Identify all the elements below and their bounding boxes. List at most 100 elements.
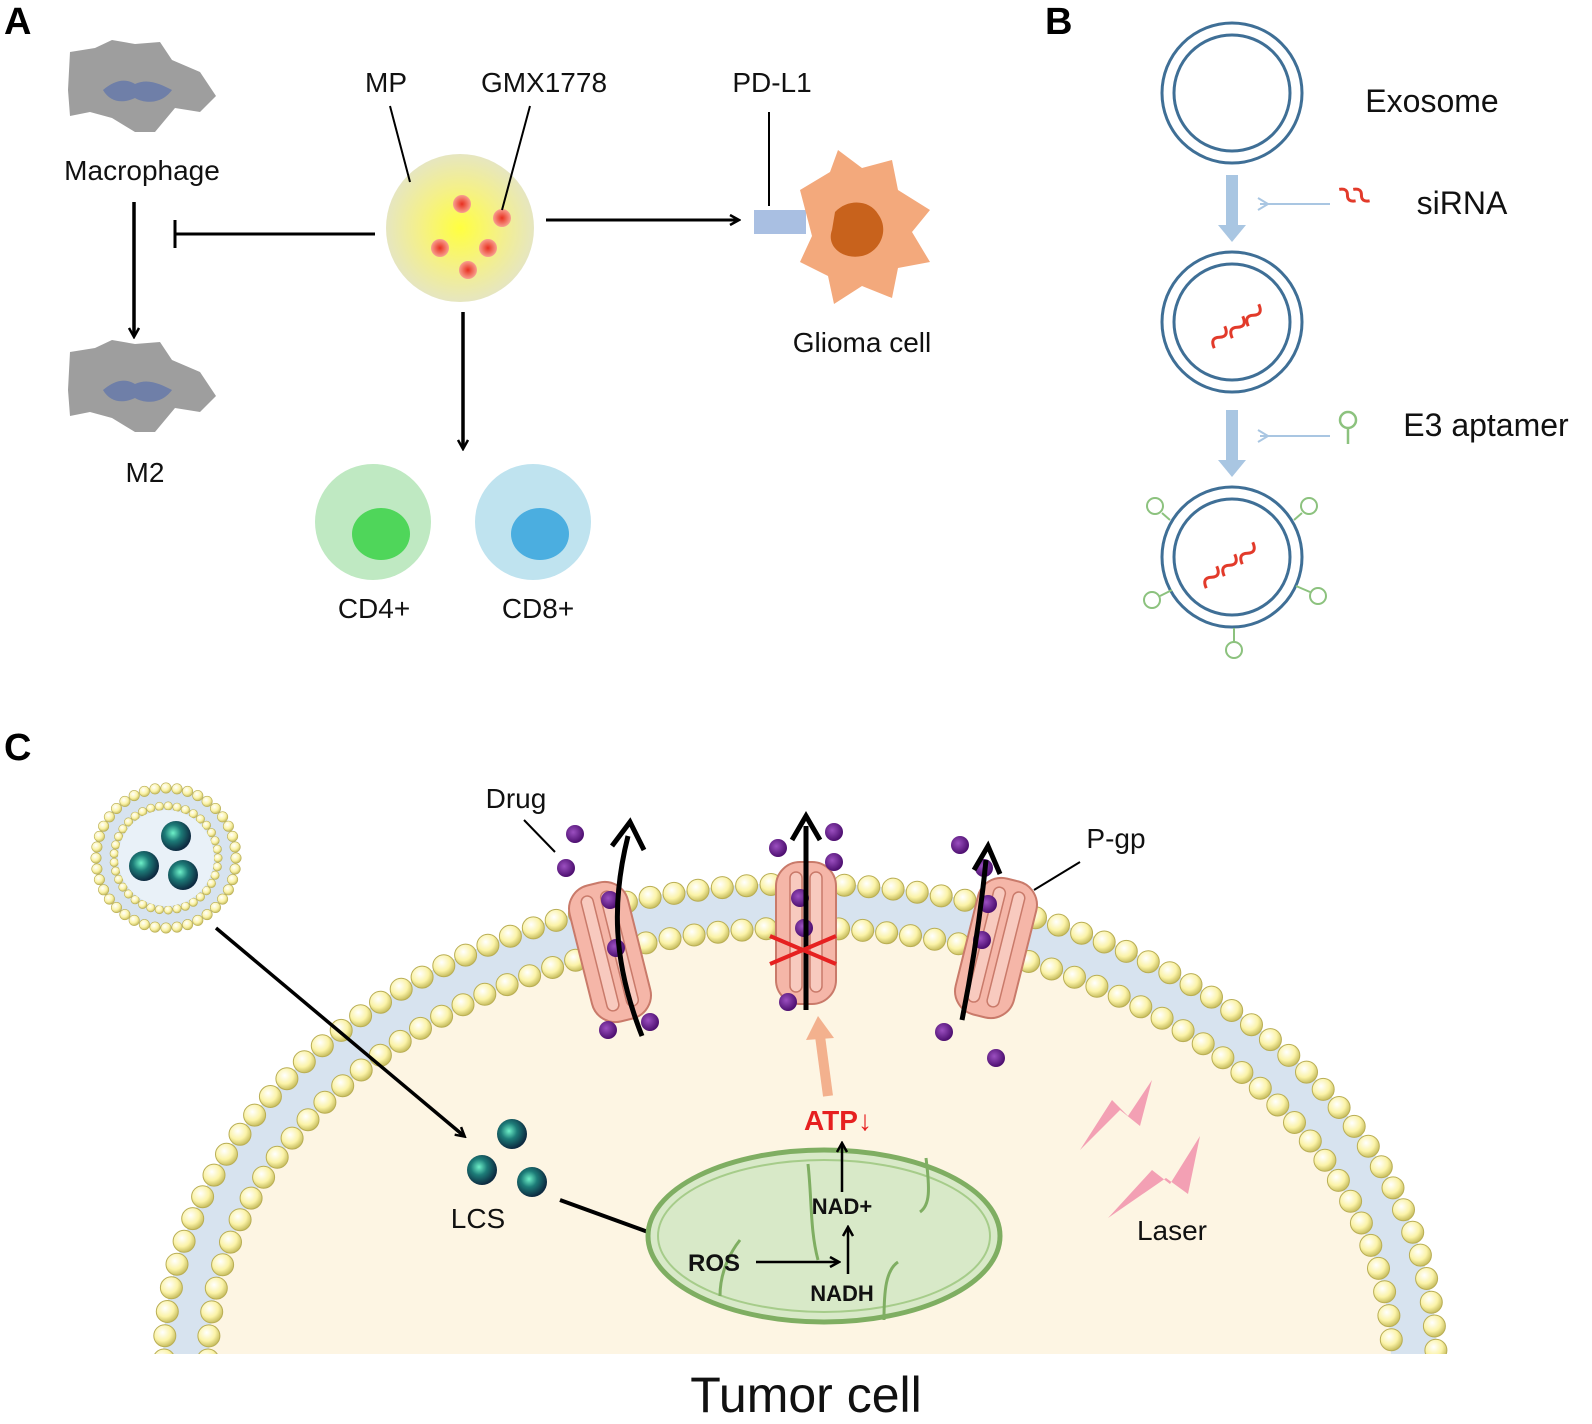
lipid-head [1392, 1198, 1415, 1222]
liposome-lipid-head [93, 830, 105, 842]
liposome-lipid-head [230, 852, 242, 864]
laser-bolt-icon [1080, 1080, 1200, 1218]
pdl1-label: PD-L1 [732, 67, 811, 98]
liposome-lipid-head [222, 820, 234, 832]
lipid-head [1277, 1043, 1301, 1067]
liposome-lipid-head [154, 905, 164, 915]
lipid-head [1349, 1211, 1373, 1235]
lipid-head [875, 921, 899, 945]
efflux-arrowhead-middle [789, 811, 823, 842]
exosome-aptamer-icon [1143, 485, 1327, 659]
liposome-lipid-head [192, 790, 204, 802]
liposome-lipid-head [229, 841, 241, 853]
lipid-head [219, 1230, 242, 1254]
liposome-lipid-head [103, 893, 115, 905]
lipid-head [280, 1126, 304, 1150]
liposome-lipid-head [213, 853, 223, 863]
lipid-head [252, 1165, 276, 1189]
lipid-head [1367, 1256, 1390, 1280]
step1-arrowhead [1218, 225, 1246, 242]
lipid-head [658, 927, 682, 951]
lipid-head [159, 1276, 183, 1300]
lipid-head [310, 1034, 334, 1058]
lipid-head [521, 916, 545, 940]
lipid-head [541, 956, 565, 979]
lipid-head [368, 1043, 392, 1067]
liposome-lipid-head [119, 909, 131, 921]
lipid-head [1211, 1046, 1235, 1070]
lipid-head [899, 924, 922, 948]
liposome-lipid-head [188, 897, 198, 907]
liposome-lipid-head [111, 901, 123, 913]
lipid-head [706, 920, 730, 944]
lipid-head [331, 1074, 355, 1098]
liposome-lipid-head [180, 805, 190, 815]
blocked-cross-icon [769, 934, 837, 966]
lipid-head [1369, 1155, 1393, 1179]
lipid-head [1136, 950, 1160, 974]
lipid-head [1191, 1032, 1215, 1056]
lipid-head [923, 927, 947, 951]
lipid-head [1114, 939, 1138, 963]
lipid-head [1240, 1013, 1263, 1037]
lipid-head [905, 880, 929, 904]
sirna-icon [1338, 187, 1370, 203]
lipid-head [1158, 961, 1182, 985]
liposome-lipid-head [111, 866, 121, 876]
macrophage-icon [68, 40, 216, 132]
lipid-head [1356, 1134, 1380, 1158]
nanoparticle-icon [386, 154, 534, 302]
lipid-head [1313, 1148, 1337, 1172]
lipid-head [682, 923, 706, 947]
liposome-lipid-head [206, 828, 216, 838]
liposome-lipid-head [130, 895, 140, 905]
liposome-lipid-head [149, 783, 161, 795]
lipid-head [349, 1004, 373, 1028]
lipid-head [1179, 973, 1203, 997]
liposome-lipid-head [109, 857, 119, 867]
liposome-lipid-head [229, 863, 241, 875]
lipid-head [1415, 1267, 1439, 1290]
liposome-lipid-head [118, 824, 128, 834]
atp-label: ATP↓ [804, 1105, 872, 1136]
pdl1-receptor [754, 210, 806, 234]
drug-leader-line [523, 819, 556, 853]
lipid-head [451, 993, 475, 1017]
liposome-lipid-head [212, 844, 222, 854]
liposome-lipid-head [210, 901, 222, 913]
liposome-lipid-head [109, 849, 119, 859]
step1-bar [1226, 175, 1238, 225]
lipid-head [1085, 974, 1109, 998]
lipid-head [1408, 1243, 1432, 1267]
liposome-lipid-head [217, 893, 229, 905]
liposome-lipid-head [182, 785, 194, 797]
liposome-lipid-head [188, 809, 198, 819]
liposome-lipid-head [171, 921, 183, 933]
liposome-lipid-head [227, 830, 239, 842]
lipid-head [735, 874, 759, 898]
lipid-head [349, 1058, 373, 1082]
lipid-head [638, 885, 662, 909]
liposome-lipid-head [118, 882, 128, 892]
lipid-head [518, 964, 542, 988]
mitochondria-icon [645, 1147, 1003, 1325]
lipid-head [857, 875, 881, 899]
efflux-arrowhead-right [971, 840, 1003, 875]
lipid-head [473, 982, 497, 1006]
step2-arrowhead [1218, 460, 1246, 477]
lipid-head [204, 1276, 228, 1300]
lipid-head [1401, 1220, 1425, 1244]
liposome-lipid-head [93, 874, 105, 886]
lipid-head [1070, 921, 1094, 945]
lipid-head [243, 1103, 267, 1127]
lipid-head [544, 908, 568, 932]
step2-bar [1226, 410, 1238, 460]
liposome-lipid-head [111, 840, 121, 850]
liposome-lipid-head [206, 878, 216, 888]
lipid-head [239, 1186, 263, 1210]
liposome-lipid-head [128, 914, 140, 926]
exosome-label: Exosome [1365, 83, 1498, 119]
liposome-lipid-head [201, 909, 213, 921]
liposome-lipid-head [111, 802, 123, 814]
